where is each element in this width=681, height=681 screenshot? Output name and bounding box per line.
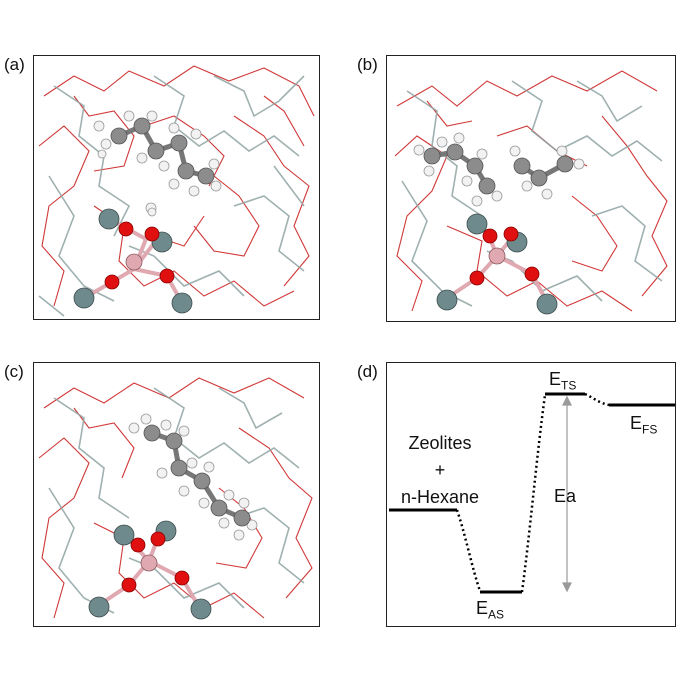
reactant-line-hexane: n-Hexane <box>400 487 480 507</box>
activation-energy-label: Ea <box>554 486 577 506</box>
structure-panel-b <box>386 55 676 322</box>
activation-arrow <box>562 395 572 593</box>
zeolite-structure-a <box>38 65 315 317</box>
final-state-main: E <box>630 413 643 433</box>
panel-label-d: (d) <box>357 362 378 381</box>
energy-profile <box>389 392 675 594</box>
adsorbed-state-main: E <box>476 598 489 618</box>
panel-label-b: (b) <box>357 55 378 74</box>
structure-panel-a <box>33 55 320 320</box>
zeolite-structure-c <box>38 377 313 620</box>
panel-label-a: (a) <box>4 55 25 74</box>
final-state-label: EFS <box>630 413 657 437</box>
reactant-line-plus: + <box>434 460 446 480</box>
transition-state-main: E <box>549 369 562 389</box>
reactant-label: Zeolites + n-Hexane <box>390 430 490 511</box>
transition-state-label: ETS <box>549 369 576 393</box>
adsorbed-state-label: EAS <box>476 598 504 622</box>
zeolite-structure-b <box>394 70 668 315</box>
panel-label-c: (c) <box>4 362 24 381</box>
energy-diagram-panel <box>386 362 676 627</box>
structure-panel-c <box>33 362 320 627</box>
reactant-line-zeolites: Zeolites <box>408 433 472 453</box>
reactant-to-as-path <box>455 509 482 592</box>
ts-to-fs-path <box>584 392 610 407</box>
transition-state-sub: TS <box>561 378 577 393</box>
as-to-ts-path <box>520 394 547 593</box>
adsorbed-state-sub: AS <box>488 607 505 622</box>
final-state-sub: FS <box>642 422 658 437</box>
